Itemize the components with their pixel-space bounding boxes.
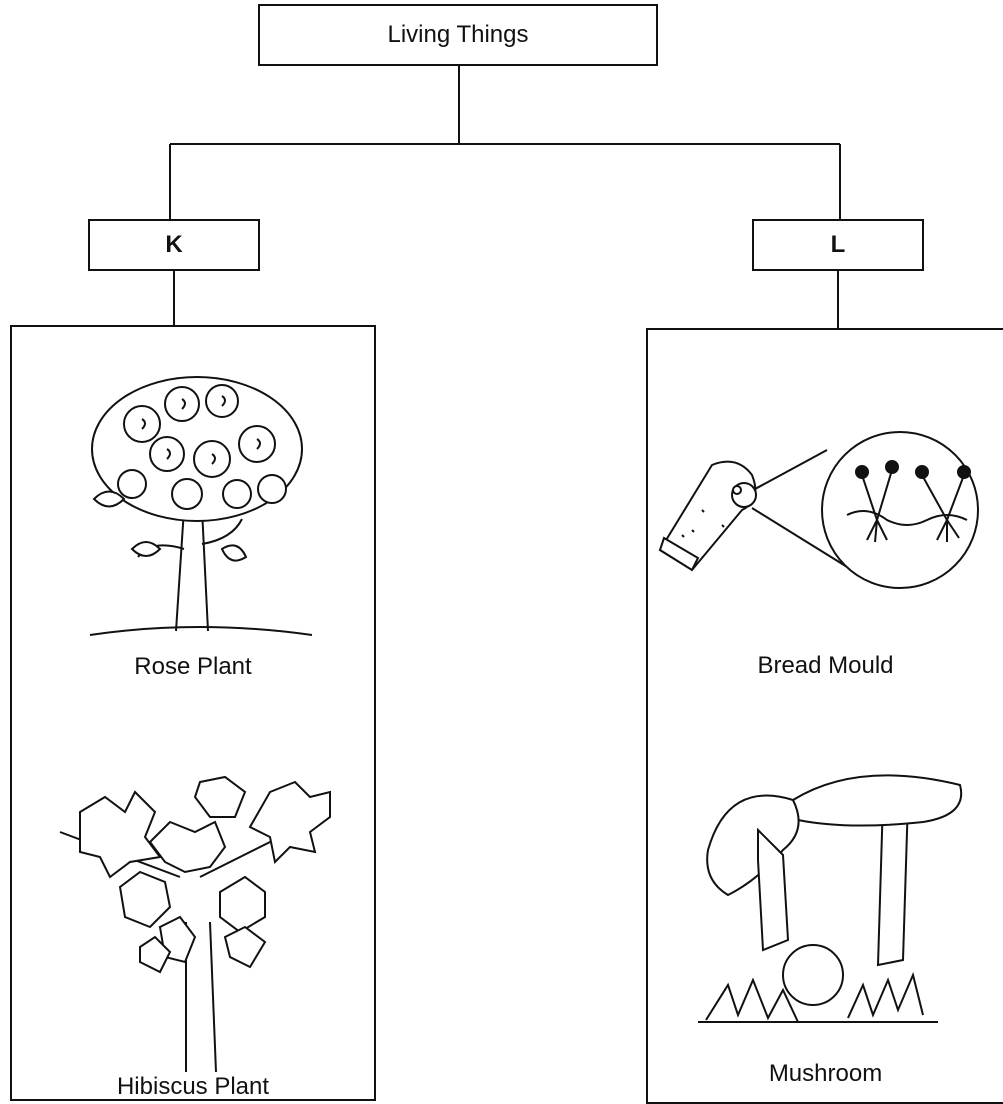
hibiscus-plant-icon bbox=[59, 775, 331, 1072]
root-node: Living Things bbox=[258, 4, 658, 66]
bread-mould-icon bbox=[658, 431, 979, 589]
group-k-label: K bbox=[165, 231, 183, 258]
mushroom-caption: Mushroom bbox=[768, 1060, 883, 1087]
hibiscus-plant-caption: Hibiscus Plant bbox=[116, 1073, 270, 1100]
group-l-panel: Bread Mould Mushroom bbox=[646, 328, 1003, 1104]
rose-plant-caption: Rose Plant bbox=[134, 653, 252, 680]
rose-plant-icon bbox=[89, 376, 313, 636]
group-l-label: L bbox=[830, 231, 846, 258]
root-label: Living Things bbox=[387, 21, 529, 48]
group-l-node: L bbox=[752, 219, 924, 271]
mushroom-icon bbox=[698, 774, 963, 1023]
group-k-panel: Rose Plant Hibiscus Plant bbox=[10, 325, 376, 1101]
group-k-node: K bbox=[88, 219, 260, 271]
bread-mould-caption: Bread Mould bbox=[757, 652, 894, 679]
